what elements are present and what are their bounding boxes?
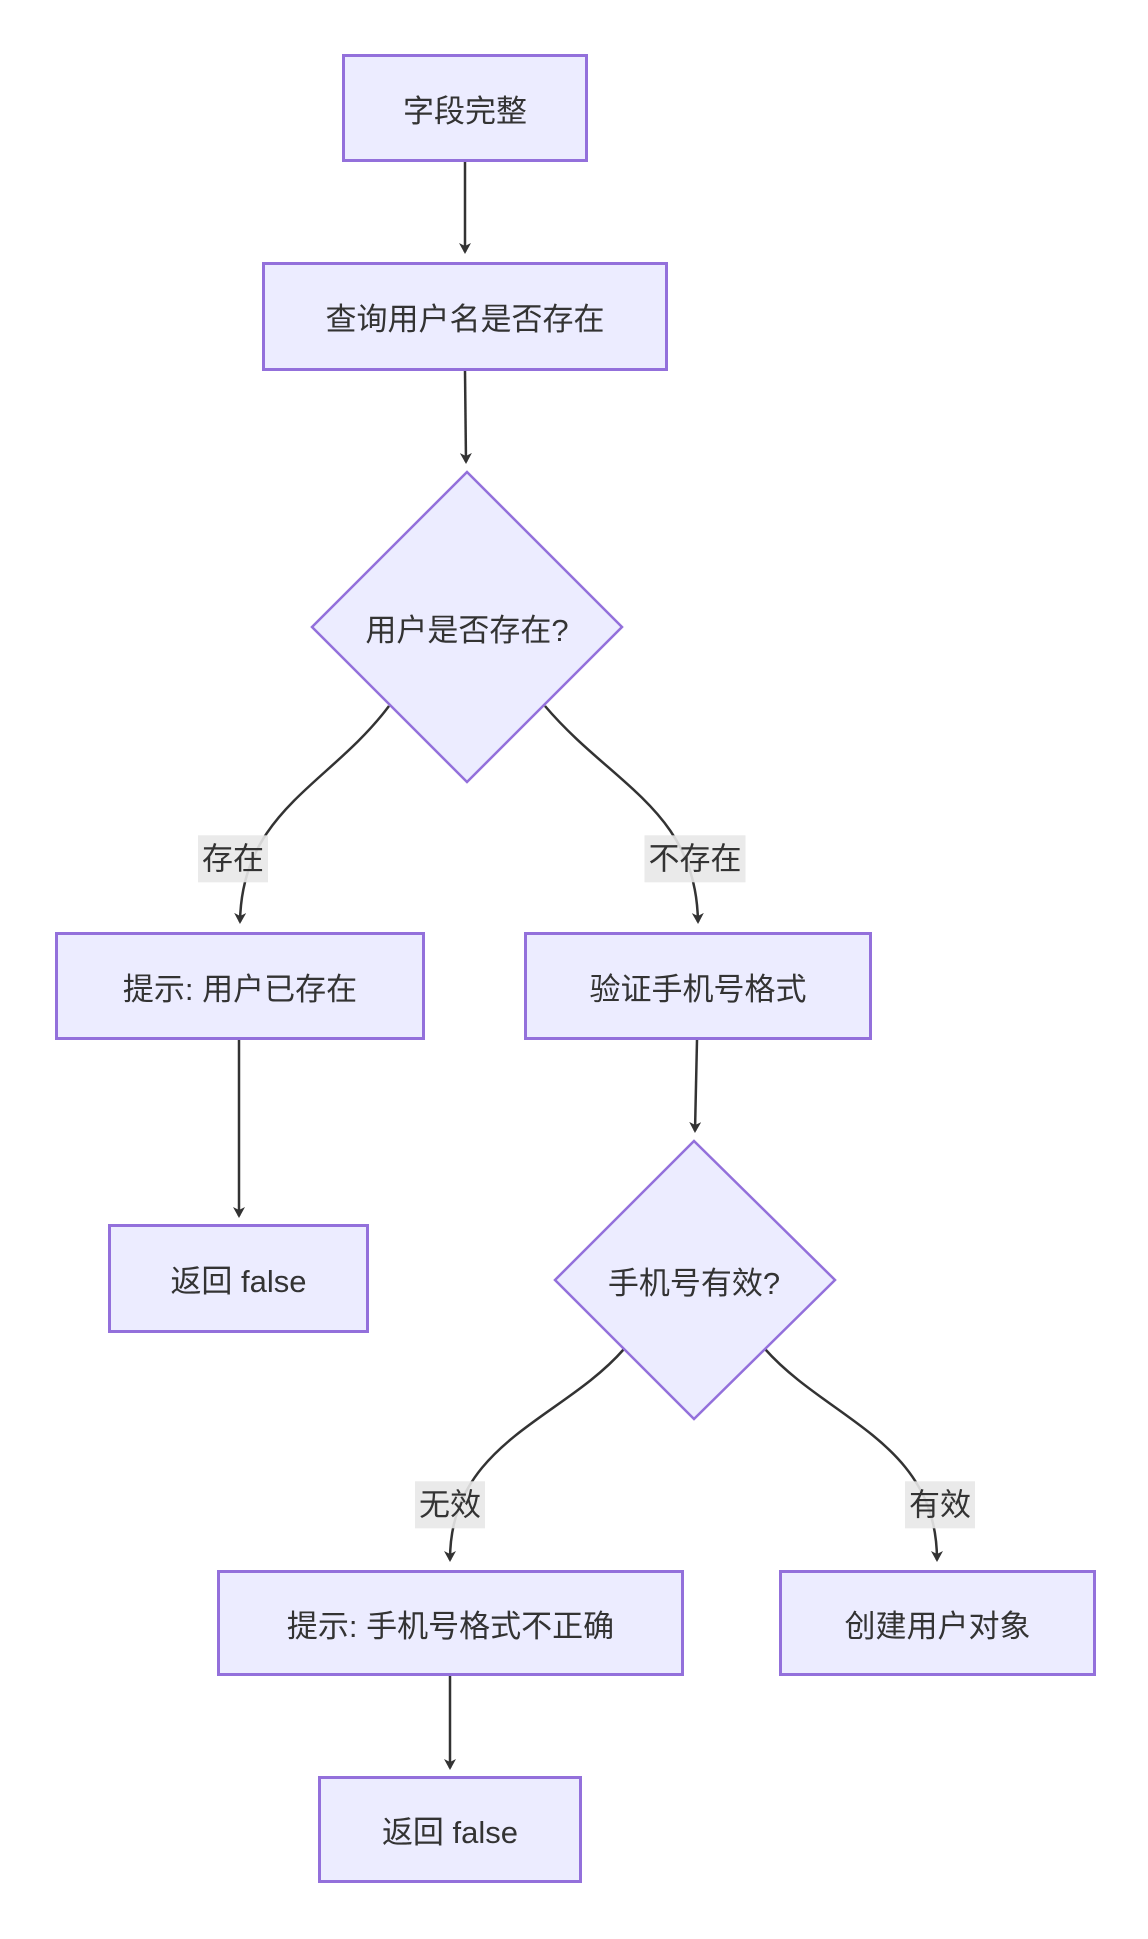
node-return-false-1: 返回 false [108, 1224, 369, 1333]
decision-diamond-user-exists [310, 470, 624, 784]
edge-validate-phone-to-phone-valid-decision [689, 1039, 702, 1133]
edge-label-exists: 存在 [198, 835, 268, 883]
edge-label-not-exists: 不存在 [644, 835, 746, 883]
edge-query-to-user-exists-decision [459, 370, 472, 464]
node-user-exists-warning: 提示: 用户已存在 [55, 932, 425, 1040]
edge-label-valid: 有效 [905, 1481, 975, 1529]
node-fields-complete: 字段完整 [342, 54, 588, 162]
decision-label-phone-valid: 手机号有效? [607, 1265, 781, 1301]
node-phone-format-warning: 提示: 手机号格式不正确 [217, 1570, 684, 1676]
node-return-false-2: 返回 false [318, 1776, 582, 1883]
node-create-user-object: 创建用户对象 [779, 1570, 1096, 1676]
node-query-username: 查询用户名是否存在 [262, 262, 668, 371]
edge-branch-exists [234, 705, 391, 924]
decision-diamond-phone-valid [553, 1139, 837, 1421]
node-validate-phone-format: 验证手机号格式 [524, 932, 872, 1040]
decision-label-user-exists: 用户是否存在? [365, 612, 569, 648]
edge-branch-not-exists [544, 705, 704, 924]
edge-label-invalid: 无效 [415, 1481, 485, 1529]
